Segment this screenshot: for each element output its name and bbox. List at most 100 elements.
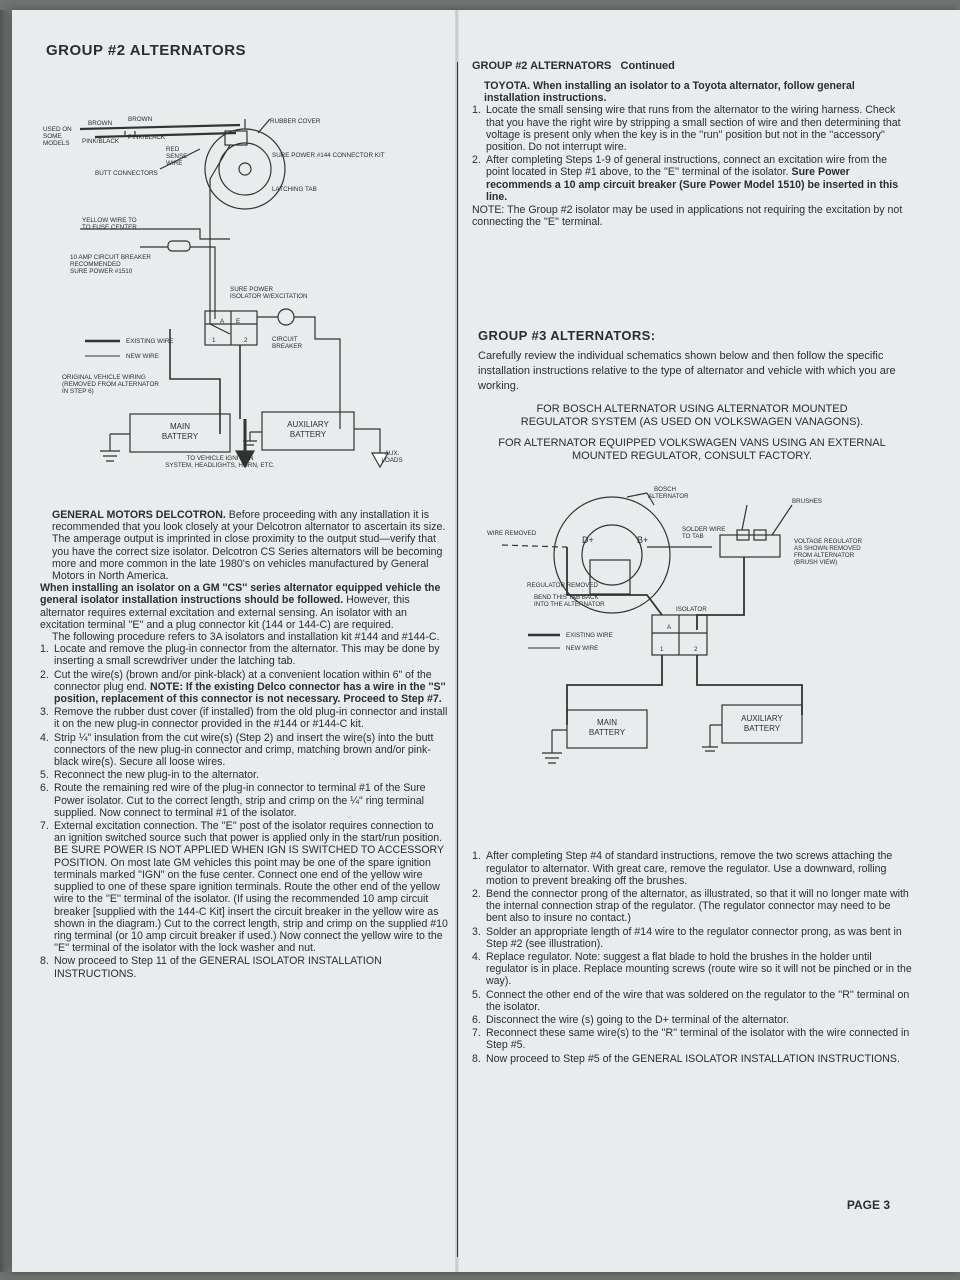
step-item: 1. Locate and remove the plug-in connecto… [40, 643, 448, 667]
removed-wire [501, 544, 563, 549]
step-item: 6.Disconnect the wire (s) going to the D… [472, 1014, 912, 1026]
circuit-breaker [277, 308, 295, 326]
vw-heading: FOR ALTERNATOR EQUIPPED VOLKSWAGEN VANS … [498, 437, 886, 463]
step-number: 5. [472, 988, 481, 1001]
step-number: 2. [472, 154, 481, 167]
bosch-alternator-body [553, 496, 671, 615]
step-number: 3. [40, 706, 49, 719]
step-text: Remove the rubber dust cover (if install… [54, 706, 448, 731]
page-left-edge [0, 10, 14, 1272]
step-item: 6.Route the remaining red wire of the pl… [40, 782, 448, 819]
step-text: Solder an appropriate length of #14 wire… [486, 925, 902, 950]
used-on-label-1: USED ON [43, 126, 72, 133]
step-text: External excitation connection. The ''E'… [54, 820, 448, 955]
step-text: Reconnect the new plug-in to the alterna… [54, 769, 259, 782]
voltage-regulator [719, 534, 781, 559]
gm-title: GENERAL MOTORS DELCOTRON. [52, 509, 226, 521]
left-column: GROUP #2 ALTERNATORS [40, 42, 448, 981]
step-text: After completing Steps 1-9 of general in… [486, 154, 888, 179]
step-number: 5. [40, 769, 49, 782]
step-text: Locate the small sensing wire that runs … [486, 104, 901, 154]
step-item: 7.External excitation connection. The ''… [40, 820, 448, 954]
alternator-body [204, 128, 286, 210]
step-text: Strip ¼" insulation from the cut wire(s)… [54, 731, 434, 769]
step-number: 1. [472, 850, 481, 863]
step-number: 4. [40, 731, 49, 744]
step-item: 2. Cut the wire(s) (brown and/or pink-bla… [40, 669, 448, 706]
group3-steps-list: 1. After completing Step #4 of standard i… [472, 850, 912, 1064]
step-number: 6. [472, 1014, 481, 1027]
auxiliary-battery [261, 411, 355, 451]
pink-black-label-1: PINK/BLACK [82, 138, 120, 145]
toyota-steps-list: 1.Locate the small sensing wire that run… [472, 104, 912, 203]
step-text: Locate and remove the plug-in connector … [54, 643, 440, 668]
wire-removed-label: WIRE REMOVED [487, 530, 537, 537]
rubber-cover-label: RUBBER COVER [270, 118, 321, 125]
step-item: 3.Solder an appropriate length of #14 wi… [472, 926, 912, 950]
step-bold-text: NOTE: If the existing Delco connector ha… [54, 680, 446, 706]
isolator-label: ISOLATOR [676, 606, 707, 613]
step-text: After completing Step #4 of standard ins… [486, 850, 893, 887]
breaker-in-yellow-wire [167, 240, 191, 252]
step-item: 4. Replace regulator. Note: suggest a fla… [472, 951, 912, 988]
svg-text:1: 1 [660, 646, 664, 653]
brown-label-2: BROWN [128, 116, 153, 123]
step-item: 1.Locate the small sensing wire that run… [472, 104, 912, 153]
group2-title: GROUP #2 ALTERNATORS [46, 42, 247, 59]
step-item: 1. After completing Step #4 of standard i… [472, 850, 912, 887]
svg-text:2: 2 [694, 646, 698, 653]
group2-note: NOTE: The Group #2 isolator may be used … [472, 204, 903, 229]
svg-text:E: E [236, 318, 240, 325]
step-text: Reconnect these same wire(s) to the ''R'… [486, 1027, 910, 1052]
step-text: Route the remaining red wire of the plug… [54, 782, 426, 819]
existing-wire-label: EXISTING WIRE [126, 338, 174, 345]
svg-text:AUX.LOADS: AUX.LOADS [381, 450, 402, 464]
gm-section: GENERAL MOTORS DELCOTRON. Before proceed… [40, 509, 448, 980]
step-text: Now proceed to Step 11 of the GENERAL IS… [54, 955, 382, 980]
step-item: 4. Strip ¼" insulation from the cut wire(… [40, 732, 448, 769]
step-text: Bend the connector prong of the alternat… [486, 888, 909, 925]
brown-label-1: BROWN [88, 120, 113, 127]
new-wire-to-isolator [696, 557, 745, 631]
red-sense-wire [209, 144, 231, 335]
step-text: Cut the wire(s) (brown and/or pink-black… [54, 668, 432, 693]
cs-paragraph: When installing an isolator on a GM ''CS… [40, 582, 448, 631]
regulator-removed-label: REGULATOR REMOVED [527, 582, 598, 589]
brushes-label: BRUSHES [792, 498, 822, 505]
step-number: 2. [40, 668, 49, 681]
step-item: 2. Bend the connector prong of the altern… [472, 888, 912, 925]
step-text: Replace regulator. Note: suggest a flat … [486, 951, 912, 988]
svg-text:A: A [220, 318, 225, 325]
svg-text:D+: D+ [582, 535, 594, 545]
new-wire-label: NEW WIRE [126, 353, 159, 360]
step-number: 2. [472, 888, 481, 901]
bosch-heading: FOR BOSCH ALTERNATOR USING ALTERNATOR MO… [520, 403, 864, 429]
procedure-intro: The following procedure refers to 3A iso… [52, 631, 440, 644]
main-battery [129, 413, 231, 453]
step-number: 1. [40, 643, 49, 656]
toyota-heading: TOYOTA. When installing an isolator to a… [484, 80, 855, 105]
step-item: 8.Now proceed to Step 11 of the GENERAL … [40, 955, 448, 979]
group3-intro: Carefully review the individual schemati… [478, 350, 896, 393]
step-text: Connect the other end of the wire that w… [486, 988, 910, 1013]
butt-connectors-label: BUTT CONNECTORS [95, 170, 158, 177]
group2-continued-title: GROUP #2 ALTERNATORS Continued [472, 60, 675, 72]
brown-wire [79, 123, 241, 131]
step-bold-text: Sure Power recommends a 10 amp circuit b… [486, 166, 899, 203]
step-number: 4. [472, 951, 481, 964]
step-text: Now proceed to Step #5 of the GENERAL IS… [486, 1052, 900, 1065]
svg-text:B+: B+ [637, 535, 648, 545]
page-number: PAGE 3 [846, 1198, 890, 1212]
